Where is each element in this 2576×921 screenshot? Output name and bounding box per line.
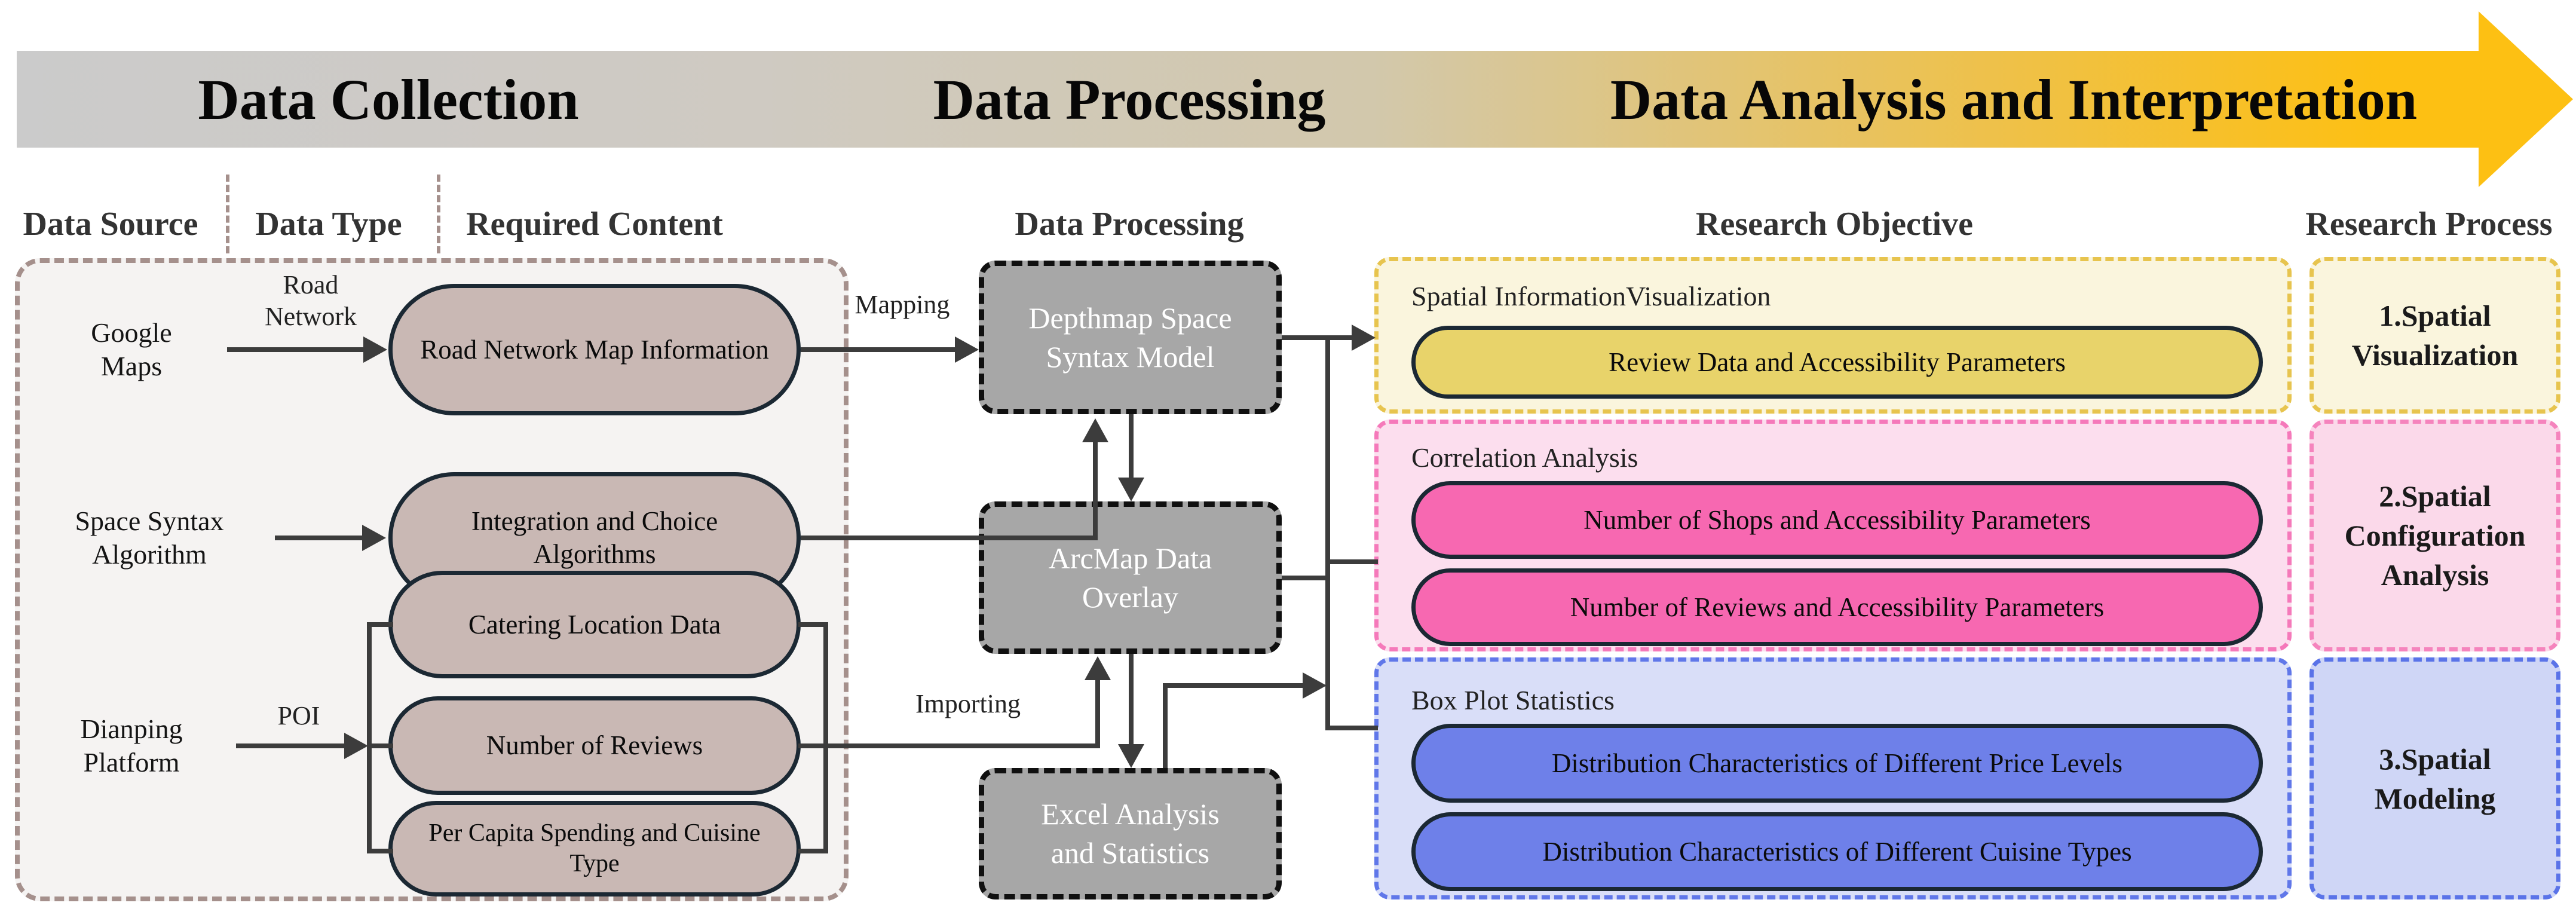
objective-pill-reviews-accessibility: Number of Reviews and Accessibility Para… bbox=[1411, 568, 2263, 646]
junction-vertical-a bbox=[1325, 335, 1330, 580]
header-data-type: Data Type bbox=[255, 206, 402, 243]
arrowhead-importing-arcmap bbox=[1085, 656, 1111, 680]
arrowhead-arcmap-excel bbox=[1118, 744, 1144, 768]
group-box-plot-statistics: Box Plot Statistics Distribution Charact… bbox=[1374, 657, 2292, 899]
connector-dianping-poi bbox=[236, 743, 347, 748]
connector-depthmap-arcmap bbox=[1129, 414, 1134, 478]
group-title: Box Plot Statistics bbox=[1411, 685, 1615, 715]
stub-to-correlation-analysis bbox=[1325, 559, 1378, 564]
stub-to-box-plot-statistics bbox=[1325, 726, 1378, 730]
objective-pill-price-levels: Distribution Characteristics of Differen… bbox=[1411, 724, 2263, 803]
connector-arcmap-right bbox=[1282, 576, 1330, 580]
connector-mapping bbox=[801, 347, 957, 352]
connector-integration-vertical bbox=[1093, 442, 1098, 538]
pill-road-network-map-information: Road Network Map Information bbox=[388, 284, 801, 415]
banner-gradient-bar bbox=[17, 51, 2480, 148]
bracket-poi-right-stub bbox=[798, 743, 828, 748]
connector-arcmap-excel bbox=[1129, 654, 1134, 744]
connector-importing-vertical bbox=[1095, 679, 1100, 746]
arrowhead-spacesyntax-integration bbox=[362, 525, 386, 551]
header-data-processing: Data Processing bbox=[1015, 206, 1244, 243]
pill-per-capita-spending-cuisine-type: Per Capita Spending and Cuisine Type bbox=[388, 801, 801, 896]
arrowhead-excel-junction bbox=[1303, 672, 1327, 699]
pill-catering-location-data: Catering Location Data bbox=[388, 571, 801, 678]
header-research-objective: Research Objective bbox=[1696, 206, 1973, 243]
edge-label-poi: POI bbox=[277, 700, 320, 730]
arrowhead-to-spatial-visualization bbox=[1352, 325, 1376, 351]
node-excel-analysis-statistics: Excel Analysis and Statistics bbox=[979, 768, 1282, 899]
connector-integration-horizontal bbox=[801, 536, 1098, 540]
stage-data-collection: Data Collection bbox=[198, 67, 579, 131]
banner-arrowhead-icon bbox=[2479, 11, 2573, 187]
connector-depthmap-right bbox=[1282, 335, 1353, 340]
arrowhead-depthmap-arcmap bbox=[1118, 478, 1144, 501]
connector-googlemaps-road bbox=[227, 347, 366, 352]
bracket-poi-left-stub bbox=[367, 849, 393, 853]
header-separator bbox=[226, 175, 229, 253]
junction-vertical-b bbox=[1325, 559, 1330, 730]
bracket-poi-right-stub bbox=[798, 622, 828, 627]
edge-label-importing: Importing bbox=[915, 689, 1021, 718]
objective-pill-shops-accessibility: Number of Shops and Accessibility Parame… bbox=[1411, 481, 2263, 559]
group-spatial-information-visualization: Spatial InformationVisualization Review … bbox=[1374, 257, 2292, 414]
arrowhead-integration-depthmap bbox=[1082, 418, 1108, 442]
node-depthmap-space-syntax-model: Depthmap Space Syntax Model bbox=[979, 261, 1282, 414]
pill-number-of-reviews: Number of Reviews bbox=[388, 696, 801, 795]
objective-pill-cuisine-types: Distribution Characteristics of Differen… bbox=[1411, 812, 2263, 891]
edge-label-road-network: Road Network bbox=[265, 270, 357, 331]
arrowhead-mapping-depthmap bbox=[955, 336, 979, 363]
process-step-spatial-visualization: 1.Spatial Visualization bbox=[2309, 257, 2560, 414]
objective-pill-review-data-accessibility: Review Data and Accessibility Parameters bbox=[1411, 326, 2263, 399]
stage-data-analysis: Data Analysis and Interpretation bbox=[1610, 67, 2418, 131]
group-title: Spatial InformationVisualization bbox=[1411, 281, 1771, 311]
header-research-process: Research Process bbox=[2305, 206, 2553, 243]
edge-label-mapping: Mapping bbox=[854, 289, 950, 319]
bracket-poi-left-stub bbox=[367, 743, 393, 748]
group-correlation-analysis: Correlation Analysis Number of Shops and… bbox=[1374, 420, 2292, 651]
process-step-spatial-configuration-analysis: 2.Spatial Configuration Analysis bbox=[2309, 420, 2560, 651]
node-arcmap-data-overlay: ArcMap Data Overlay bbox=[979, 501, 1282, 654]
group-title: Correlation Analysis bbox=[1411, 442, 1638, 473]
source-dianping-platform: Dianping Platform bbox=[80, 713, 183, 778]
connector-spacesyntax-integration bbox=[275, 536, 365, 540]
connector-excel-right bbox=[1163, 683, 1303, 688]
bracket-poi-left-vertical bbox=[367, 622, 372, 853]
arrowhead-dianping-poi bbox=[344, 733, 368, 759]
connector-importing-horizontal bbox=[823, 743, 1100, 748]
source-space-syntax-algorithm: Space Syntax Algorithm bbox=[75, 505, 224, 570]
bracket-poi-right-stub bbox=[798, 849, 828, 853]
header-separator bbox=[437, 175, 440, 253]
source-google-maps: Google Maps bbox=[91, 317, 172, 381]
stage-data-processing: Data Processing bbox=[933, 67, 1326, 131]
bracket-poi-right-vertical bbox=[823, 622, 828, 853]
process-step-spatial-modeling: 3.Spatial Modeling bbox=[2309, 657, 2560, 899]
bracket-poi-left-stub bbox=[367, 622, 393, 627]
connector-excel-up bbox=[1163, 686, 1168, 768]
arrowhead-googlemaps-road bbox=[363, 336, 387, 363]
header-required-content: Required Content bbox=[466, 206, 723, 243]
header-data-source: Data Source bbox=[23, 206, 198, 243]
